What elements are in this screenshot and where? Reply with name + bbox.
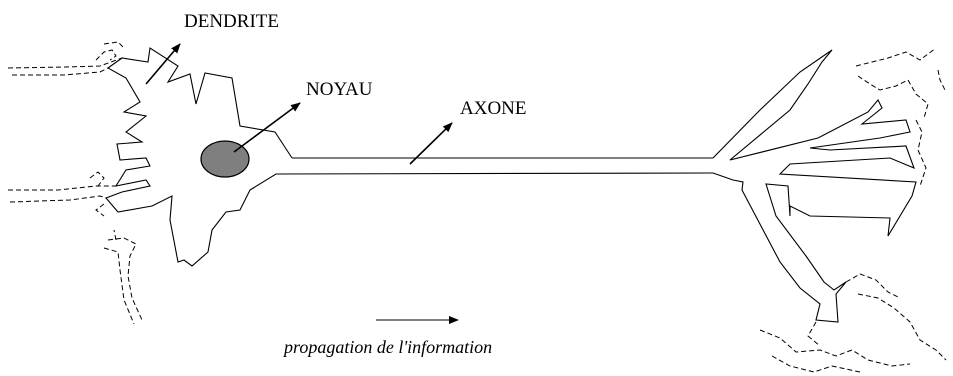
propagation-caption: propagation de l'information: [282, 337, 492, 357]
axone-pointer-arrow: [409, 122, 453, 165]
dashed-dendrite-bottom-right: [759, 273, 947, 373]
cell-body-outline: [105, 47, 714, 267]
dashed-dendrite-top-left: [7, 41, 125, 76]
noyau-label: NOYAU: [306, 79, 373, 100]
axon-terminal-outline: [712, 49, 917, 323]
dendrite-pointer-arrow: [145, 43, 181, 85]
noyau-pointer-arrow: [233, 102, 301, 153]
dashed-dendrite-bottom-left: [103, 229, 143, 325]
dendrite-label: DENDRITE: [184, 11, 279, 32]
dashed-dendrite-mid-left: [8, 171, 116, 217]
axone-label: AXONE: [460, 98, 527, 119]
dashed-dendrite-top-right: [855, 47, 947, 187]
